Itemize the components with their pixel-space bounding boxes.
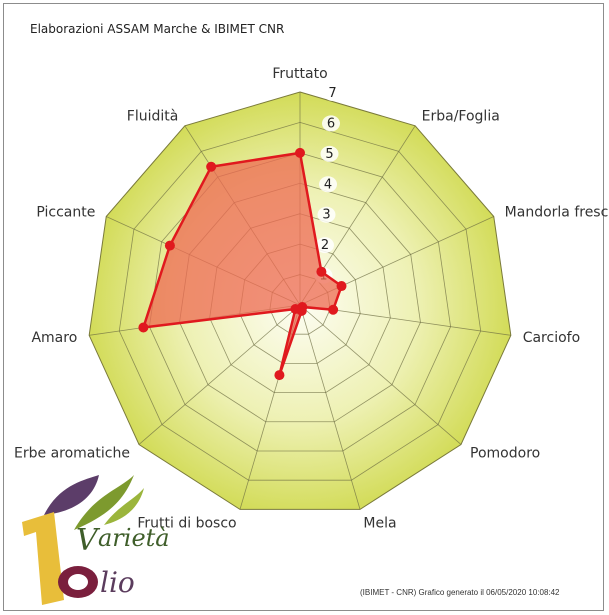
- grid-spoke: [299, 304, 361, 510]
- data-point-carciofo: [328, 304, 339, 315]
- axis-label: Frutti di bosco: [137, 515, 236, 531]
- grid-ring-6: [118, 122, 482, 481]
- svg-text:V: V: [76, 523, 101, 558]
- scale-tick-label: 2: [321, 238, 329, 253]
- data-point-frutti-di-bosco: [274, 370, 285, 381]
- grid-spoke: [299, 304, 462, 445]
- scale-tick-bg: [319, 176, 337, 193]
- axis-label: Erba/Foglia: [422, 109, 500, 125]
- scale-tick-label: 4: [324, 177, 332, 192]
- scale-tick-label: 6: [327, 116, 335, 131]
- data-point-piccante: [164, 240, 175, 251]
- axis-label: Piccante: [36, 205, 95, 221]
- scale-tick-label: 7: [328, 86, 336, 101]
- data-point-mandorla-fresca: [336, 281, 347, 292]
- chart-source-title: Elaborazioni ASSAM Marche & IBIMET CNR: [30, 22, 285, 36]
- axis-label: Fruttato: [272, 66, 327, 82]
- scale-tick-bg: [317, 206, 336, 223]
- chart-footer-note: (IBIMET - CNR) Grafico generato il 06/05…: [360, 588, 560, 597]
- grid-spoke: [138, 304, 301, 445]
- data-point-erba-foglia: [316, 266, 327, 277]
- scale-tick-bg: [323, 85, 342, 101]
- radar-series: [138, 147, 347, 381]
- axis-label: Pomodoro: [470, 445, 540, 461]
- scale-tick-bg: [320, 145, 339, 162]
- axis-label: Mandorla fresca: [505, 205, 609, 221]
- axis-label: Amaro: [31, 330, 77, 346]
- logo-text-olio: lio: [100, 566, 135, 599]
- data-point-fruttato: [295, 147, 305, 158]
- data-point-amaro: [138, 322, 149, 333]
- grid-ring-5: [148, 152, 452, 452]
- logo-text-varieta: arietà: [98, 524, 170, 552]
- scale-tick-bg: [322, 115, 340, 132]
- data-point-erbe-aromatiche: [290, 303, 301, 314]
- varieta-olio-logo: V arietà lio: [22, 475, 170, 605]
- axis-label: Mela: [363, 515, 396, 531]
- data-point-fluidit-: [206, 161, 217, 172]
- scale-tick-bg: [316, 237, 334, 254]
- axis-label: Erbe aromatiche: [14, 445, 130, 461]
- scale-tick-label: 5: [325, 147, 333, 162]
- axis-label: Carciofo: [523, 330, 580, 346]
- axis-label: Fluidità: [127, 109, 179, 125]
- scale-tick-label: 3: [322, 208, 330, 223]
